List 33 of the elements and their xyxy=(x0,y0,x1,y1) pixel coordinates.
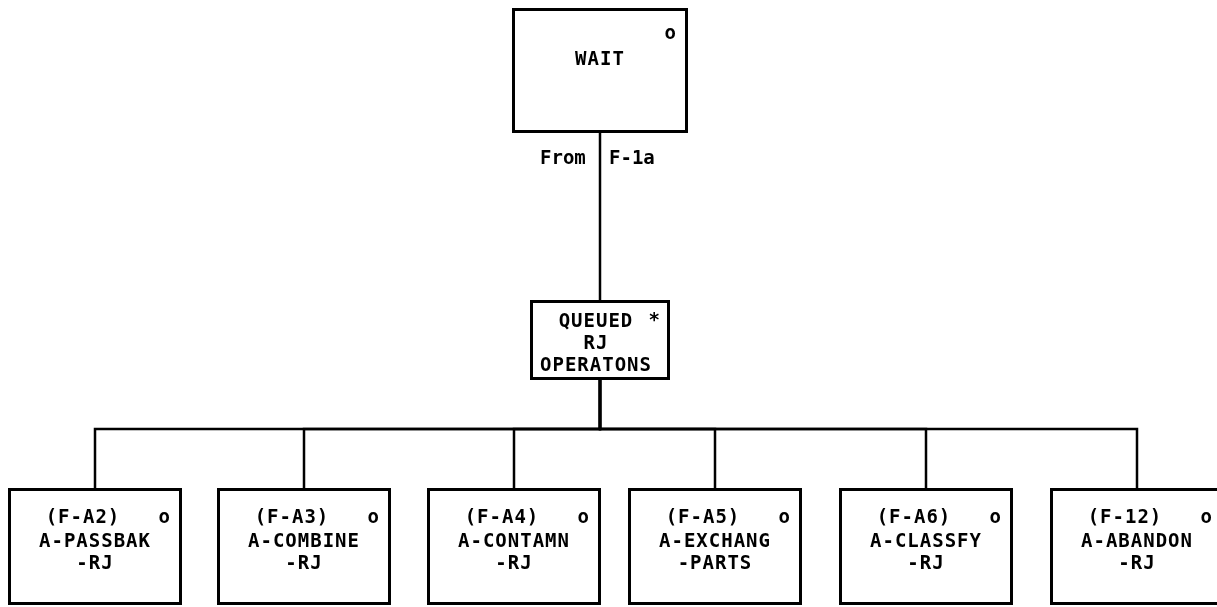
process-box xyxy=(839,488,1013,605)
process-box xyxy=(427,488,601,605)
node-reference: (F-A4) xyxy=(463,505,541,527)
selection-marker: o xyxy=(989,505,1002,527)
node-title: A-CONTAMN -RJ xyxy=(457,529,571,573)
process-box xyxy=(8,488,182,605)
connector-note: F-1a xyxy=(609,146,655,168)
connector-line xyxy=(598,380,1139,488)
selection-marker: o xyxy=(367,505,380,527)
node-title: A-EXCHANG -PARTS xyxy=(658,529,772,573)
node-reference: (F-A3) xyxy=(253,505,331,527)
node-title: WAIT xyxy=(574,47,626,69)
node-title: A-ABANDON -RJ xyxy=(1080,529,1194,573)
node-reference: (F-A6) xyxy=(875,505,953,527)
iteration-marker: * xyxy=(648,308,661,330)
process-box xyxy=(217,488,391,605)
node-title: A-CLASSFY -RJ xyxy=(869,529,983,573)
node-title: A-PASSBAK -RJ xyxy=(38,529,152,573)
connector-line xyxy=(598,133,602,300)
node-reference: (F-A5) xyxy=(664,505,742,527)
node-reference: (F-A2) xyxy=(44,505,122,527)
node-title: A-COMBINE -RJ xyxy=(247,529,361,573)
connector-note: From xyxy=(540,146,586,168)
selection-marker: o xyxy=(1200,505,1213,527)
process-box xyxy=(530,300,670,380)
selection-marker: o xyxy=(158,505,171,527)
selection-marker: o xyxy=(778,505,791,527)
process-box xyxy=(512,8,688,133)
node-reference: (F-12) xyxy=(1086,505,1164,527)
selection-marker: o xyxy=(577,505,590,527)
process-box xyxy=(628,488,802,605)
selection-marker: o xyxy=(664,21,677,43)
process-box xyxy=(1050,488,1217,605)
